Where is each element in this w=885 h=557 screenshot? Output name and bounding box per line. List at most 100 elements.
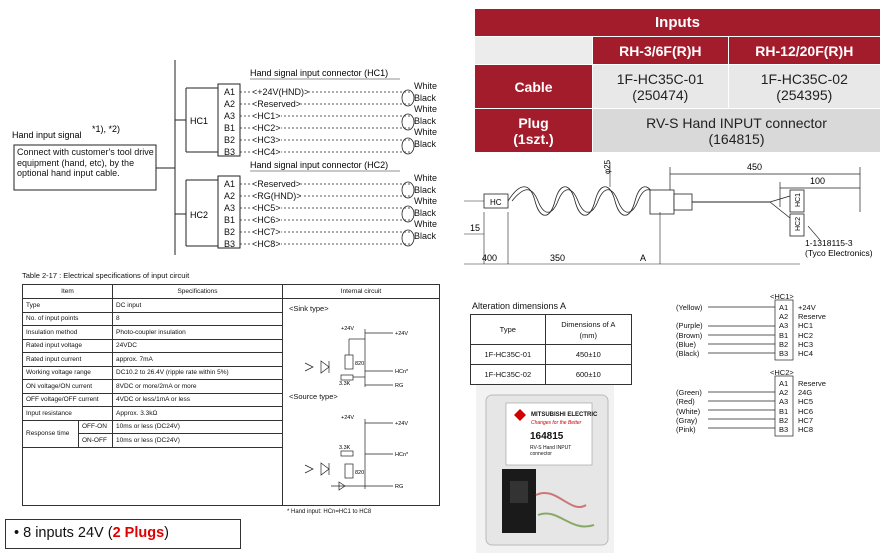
pin: A1 (779, 303, 789, 312)
model-header: RH-12/20F(R)H (727, 36, 882, 65)
spec-item: Rated input current (22, 352, 113, 367)
hc1-signals: <+24V(HND)> <Reserved> <HC1> <HC2> <HC3>… (252, 86, 310, 158)
response-mode: OFF-ON (78, 419, 113, 435)
footnote-mark: *1), *2) (92, 124, 120, 134)
part-number: 1-1318115-3 (805, 238, 853, 248)
pin: B1 (779, 330, 789, 340)
internal-circuit-drawing: +24V +24V 820 3.3K HCn* RG +24V +24V 3.3… (304, 326, 409, 491)
row-label-cable: Cable (474, 64, 593, 109)
signal-label: <Reserved> (252, 178, 302, 190)
signal-label: <Reserved> (252, 98, 302, 110)
source-r33k: 3.3K (339, 445, 351, 451)
pin: A3 (779, 397, 789, 407)
signal: HC5 (798, 397, 814, 407)
wire-color: Black (414, 92, 437, 103)
hc2-pins: A1 A2 A3 B1 B2 B3 (224, 178, 235, 250)
cable-drawing: HC1 HC2 φ25 450 100 15 400 350 A HC 1-13… (464, 159, 873, 265)
sink-type-label: <Sink type> (289, 304, 329, 314)
pinout-hc1-title: <HC1> (770, 292, 794, 301)
cable-value: 1F-HC35C-02 (254395) (727, 64, 882, 109)
sink-24v: +24V (341, 326, 354, 332)
source-rg: RG (395, 484, 403, 490)
response-time-label: Response time (22, 419, 79, 448)
hc2-wire-colors: White Black White Black White Black (414, 173, 437, 243)
wire-color-label: (Red) (676, 397, 695, 407)
pin-label: A3 (224, 203, 236, 213)
pin-label: B1 (224, 123, 236, 133)
pinout-hc1-signals: +24V Reserve HC1 HC2 HC3 HC4 (798, 303, 826, 358)
pin-label: A3 (224, 111, 236, 121)
photo-tagline: Changes for the Better (531, 420, 582, 426)
pinout-hc2-pins: A1 A2 A3 B1 B2 B3 (779, 379, 788, 434)
pin: A2 (779, 388, 789, 398)
pin: B2 (779, 415, 789, 425)
spec-table: Item Specifications Internal circuit Typ… (22, 283, 440, 515)
plug-hc2 (789, 213, 805, 237)
sink-r820: 820 (355, 361, 364, 367)
hc1-pins: A1 A2 A3 B1 B2 B3 (224, 86, 235, 158)
pinout-hc1-pins: A1 A2 A3 B1 B2 B3 (779, 303, 788, 358)
source-hcn: HCn* (395, 452, 409, 458)
pin: A3 (779, 321, 789, 331)
alt-header-text: Dimensions of A (mm) (561, 319, 616, 340)
pin: A2 (779, 312, 789, 322)
wire-color-label: (Pink) (676, 425, 696, 434)
plug-hc2-label: HC2 (795, 217, 802, 231)
dim-400: 400 (482, 253, 497, 263)
wire-color: White (414, 173, 438, 183)
hc1-bracket-label: HC1 (190, 116, 208, 126)
signal-label: <HC7> (252, 226, 281, 238)
signal: +24V (798, 303, 816, 312)
signal-label: <RG(HND)> (252, 190, 302, 202)
corner-cell (474, 36, 593, 65)
signal-label: <HC8> (252, 238, 281, 250)
source-type-label: <Source type> (289, 392, 338, 402)
pin-label: B2 (224, 227, 236, 237)
wire-color: White (414, 127, 438, 138)
signal: HC8 (798, 425, 814, 435)
signal-label: <HC2> (252, 122, 281, 134)
spec-value: DC10.2 to 26.4V (ripple rate within 5%) (112, 365, 283, 381)
pin-label: A1 (224, 179, 236, 189)
source-24v-right: +24V (395, 421, 408, 427)
pin-label: B1 (224, 215, 236, 225)
dim-450: 450 (747, 162, 762, 172)
customer-note-text: Connect with customer's tool drive equip… (17, 147, 154, 178)
spec-blank (22, 446, 283, 482)
pin: B1 (779, 406, 789, 416)
dim-100: 100 (810, 176, 825, 186)
spec-item: Type (22, 298, 113, 313)
spec-header: Specifications (112, 283, 283, 300)
wire-color-label (676, 312, 703, 321)
wire-color-label: (Blue) (676, 339, 697, 349)
signal: Reserve (798, 312, 826, 322)
spec-value: Photo-coupler insulation (112, 325, 283, 340)
summary-highlight: 2 Plugs (112, 525, 165, 541)
bag-graphic (485, 394, 609, 546)
pin-label: B3 (224, 147, 236, 157)
hc1-wire-colors: White Black White Black White Black (414, 81, 437, 151)
spec-value: DC input (112, 298, 283, 313)
alteration-title: Alteration dimensions A (472, 301, 567, 311)
pin: B3 (779, 349, 789, 359)
response-mode: ON-OFF (78, 433, 113, 448)
alt-dim: 600±10 (544, 364, 633, 385)
hand-input-label: Hand input signal (12, 130, 82, 140)
customer-note-box (13, 144, 157, 191)
source-r820: 820 (355, 470, 364, 476)
pinout-lines (708, 299, 794, 437)
alt-dim: 450±10 (544, 344, 633, 365)
photo-desc: RV-S Hand INPUT connector (530, 445, 572, 457)
alt-type: 1F-HC35C-01 (470, 344, 546, 365)
pin-label: B3 (224, 239, 236, 249)
wire-color: Black (414, 207, 437, 218)
pinout-hc2-signals: Reserve 24G HC5 HC6 HC7 HC8 (798, 379, 826, 434)
pinout-hc2-colors: (Green) (Red) (White) (Gray) (Pink) (676, 379, 702, 434)
pinout-hc2-title: <HC2> (770, 368, 794, 377)
signal: 24G (798, 388, 813, 398)
wire-color: White (414, 219, 438, 230)
spec-value: 8VDC or more/2mA or more (112, 379, 283, 394)
hc2-connector-box (217, 175, 241, 249)
cable-value: 1F-HC35C-01 (250474) (592, 64, 729, 109)
spec-item: OFF voltage/OFF current (22, 392, 113, 408)
